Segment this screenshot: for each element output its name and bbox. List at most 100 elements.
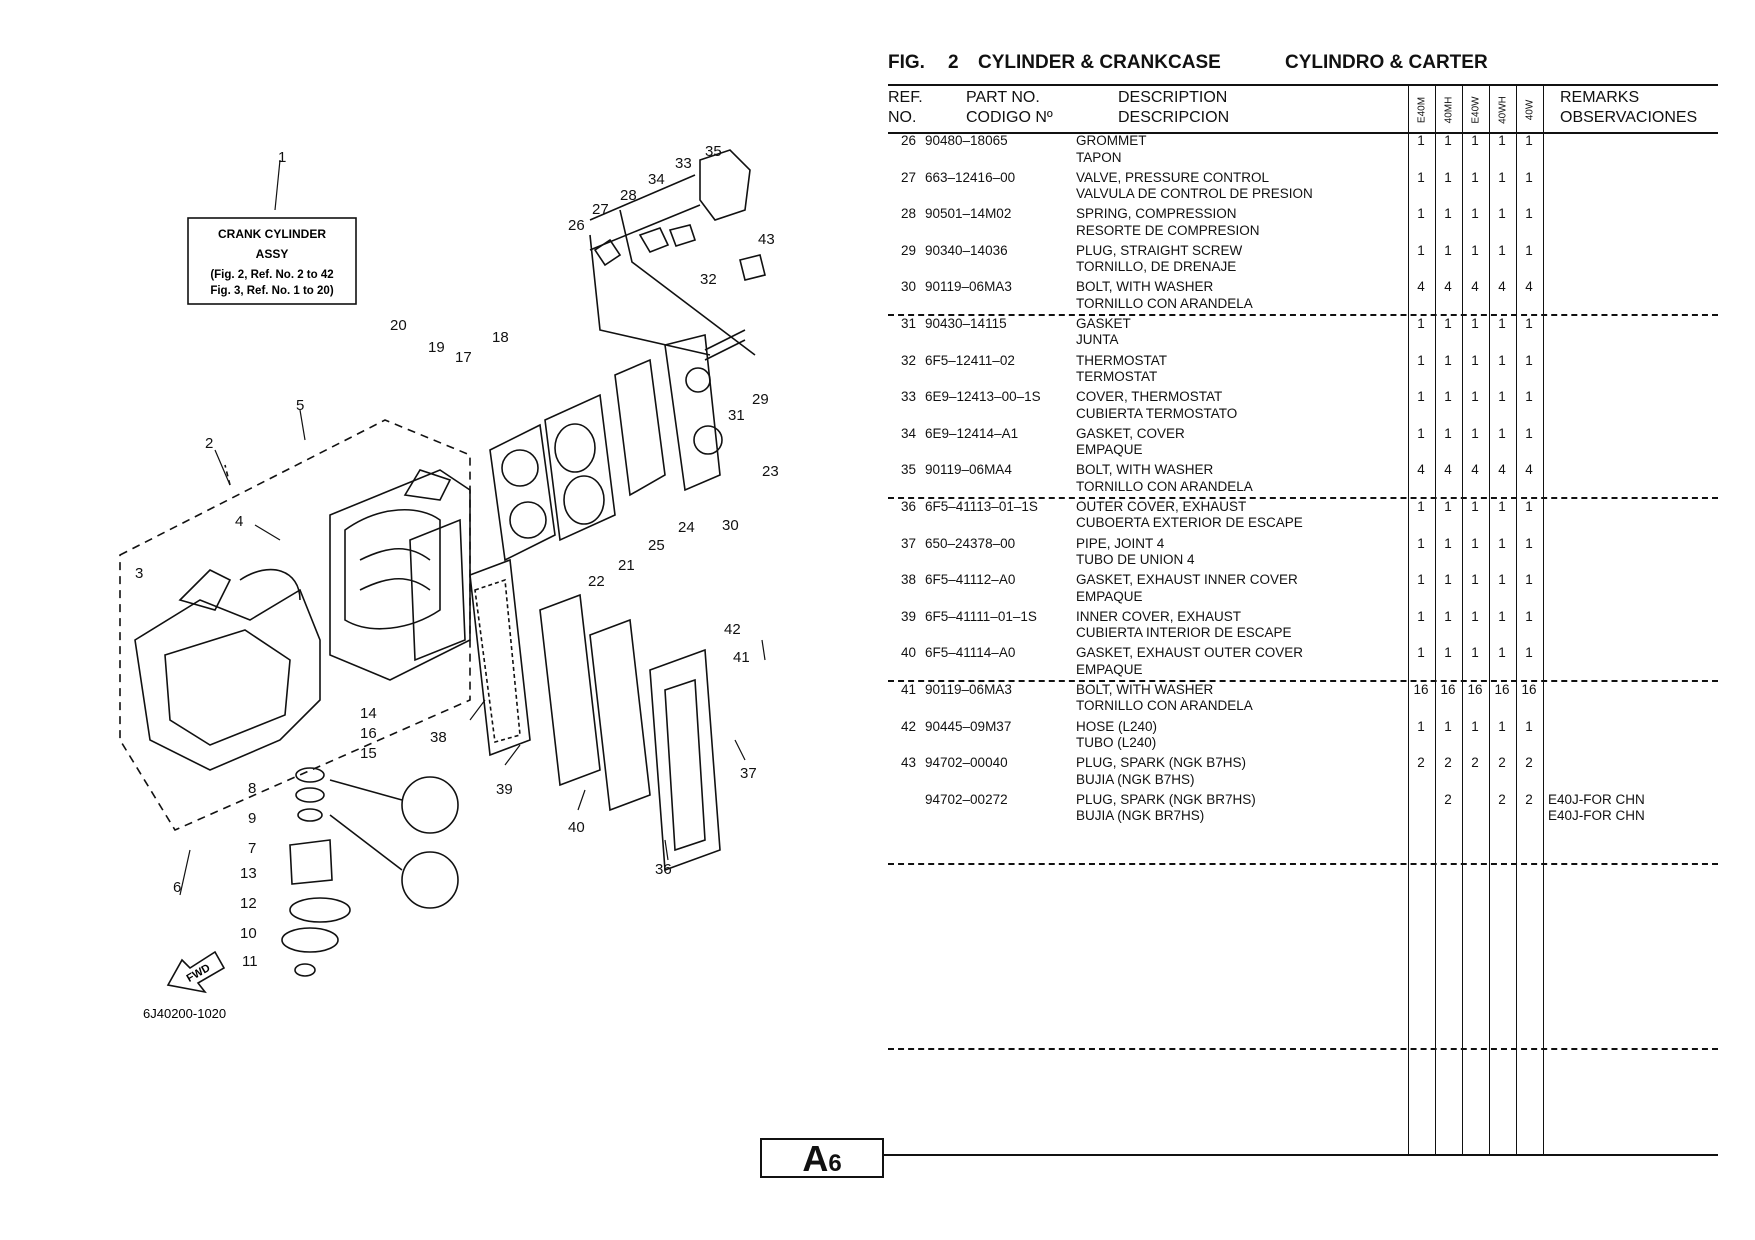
quantity-cell: 4	[1444, 279, 1452, 295]
col-ref-es: NO.	[888, 109, 917, 126]
callout-29: 29	[752, 391, 769, 408]
callout-28: 28	[620, 187, 637, 204]
quantity-cell: 1	[1471, 645, 1479, 661]
quantity-cell: 1	[1525, 169, 1533, 185]
part-number: 90430–14115	[925, 315, 1007, 331]
quantity-cell: 16	[1440, 681, 1456, 697]
quantity-cell: 4	[1525, 462, 1533, 478]
group-separator	[888, 1048, 1718, 1050]
quantity-cell: 1	[1498, 608, 1506, 624]
callout-10: 10	[240, 925, 257, 942]
quantity-cell: 1	[1417, 315, 1425, 331]
description-spanish: EMPAQUE	[1076, 442, 1143, 458]
quantity-cell: 1	[1417, 133, 1425, 148]
ref-number: 34	[900, 425, 916, 441]
page-badge-number: 6	[828, 1150, 842, 1177]
callout-6: 6	[173, 879, 181, 896]
group-separator	[888, 680, 1718, 682]
quantity-cell: 1	[1498, 133, 1506, 148]
description-english: BOLT, WITH WASHER	[1076, 462, 1214, 478]
quantity-cell: 4	[1417, 279, 1425, 295]
quantity-cell: 1	[1471, 315, 1479, 331]
description-english: PLUG, STRAIGHT SCREW	[1076, 242, 1243, 258]
quantity-cell: 4	[1471, 279, 1479, 295]
description-english: PLUG, SPARK (NGK BR7HS)	[1076, 791, 1256, 807]
quantity-cell: 1	[1498, 645, 1506, 661]
description-english: GROMMET	[1076, 133, 1147, 148]
col-divider	[1435, 84, 1436, 1154]
callout-16: 16	[360, 725, 377, 742]
callout-numbers: 1 2 3 4 5 6 7 8 9 10 11 12 13 14 15 16 1…	[135, 143, 779, 970]
callout-18: 18	[492, 329, 509, 346]
exploded-parts-diagram: CRANK CYLINDER ASSY (Fig. 2, Ref. No. 2 …	[119, 143, 779, 1021]
part-number: 90445–09M37	[925, 718, 1012, 734]
quantity-cell: 1	[1525, 133, 1533, 148]
part-number: 90480–18065	[925, 133, 1008, 148]
fwd-arrow-icon: FWD	[166, 950, 226, 994]
quantity-cell: 1	[1471, 133, 1479, 148]
callout-23: 23	[762, 463, 779, 480]
callout-11: 11	[242, 953, 258, 970]
quantity-cell: 1	[1471, 242, 1479, 258]
description-english: VALVE, PRESSURE CONTROL	[1076, 169, 1270, 185]
col-desc-en: DESCRIPTION	[1118, 89, 1228, 106]
callout-33: 33	[675, 155, 692, 172]
quantity-cell: 1	[1417, 242, 1425, 258]
quantity-cell: 1	[1498, 572, 1506, 588]
quantity-cell: 1	[1417, 572, 1425, 588]
description-spanish: BUJIA (NGK B7HS)	[1076, 771, 1195, 787]
callout-17: 17	[455, 349, 472, 366]
callout-7: 7	[248, 840, 256, 857]
quantity-cell: 2	[1417, 755, 1425, 771]
part-number: 90119–06MA3	[925, 681, 1012, 697]
part-number: 6E9–12413–00–1S	[925, 389, 1041, 405]
part-number: 650–24378–00	[925, 535, 1016, 551]
quantity-cell: 1	[1444, 389, 1452, 405]
quantity-cell: 1	[1498, 242, 1506, 258]
quantity-cell: 16	[1413, 681, 1429, 697]
quantity-cell: 1	[1498, 535, 1506, 551]
page-badge-letter: A	[802, 1138, 829, 1179]
quantity-cell: 1	[1525, 572, 1533, 588]
part-number: 6F5–41111–01–1S	[925, 608, 1037, 624]
col-model-40mh: 40MH	[1443, 96, 1455, 124]
quantity-cell: 1	[1498, 498, 1506, 514]
quantity-cell: 1	[1498, 425, 1506, 441]
ref-number: 37	[900, 535, 916, 551]
quantity-cell: 1	[1417, 718, 1425, 734]
description-english: SPRING, COMPRESSION	[1076, 206, 1237, 222]
quantity-cell: 1	[1417, 352, 1425, 368]
quantity-cell: 1	[1444, 645, 1452, 661]
ref-number: 36	[900, 498, 916, 514]
quantity-cell: 1	[1417, 206, 1425, 222]
quantity-cell: 1	[1471, 425, 1479, 441]
description-spanish: EMPAQUE	[1076, 588, 1143, 604]
quantity-cell: 1	[1444, 315, 1452, 331]
description-spanish: EMPAQUE	[1076, 661, 1143, 677]
quantity-cell: 1	[1471, 169, 1479, 185]
callout-31: 31	[728, 407, 745, 424]
quantity-cell: 1	[1525, 608, 1533, 624]
quantity-cell: 1	[1417, 645, 1425, 661]
quantity-cell: 2	[1444, 755, 1452, 771]
quantity-cell: 1	[1525, 498, 1533, 514]
description-spanish: RESORTE DE COMPRESION	[1076, 222, 1260, 238]
part-number: 90119–06MA4	[925, 462, 1012, 478]
